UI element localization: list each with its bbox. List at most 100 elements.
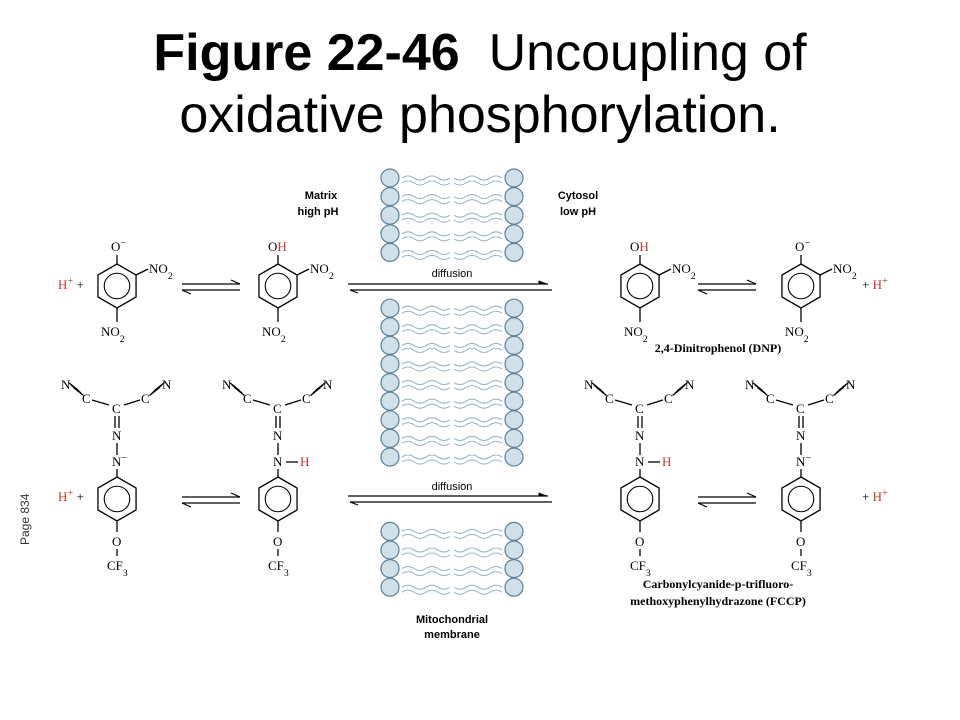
triple-bond bbox=[73, 386, 84, 397]
lipid-tail bbox=[453, 175, 503, 181]
lipid-tail bbox=[401, 217, 451, 223]
lipid-tail bbox=[453, 329, 503, 335]
lipid-tail bbox=[453, 217, 503, 223]
chem-glyph: 2 bbox=[329, 271, 334, 282]
imine-n: N bbox=[112, 428, 122, 443]
nitrile-n-right: N bbox=[323, 377, 333, 392]
single-bond bbox=[252, 399, 271, 406]
lipid-head bbox=[504, 410, 524, 430]
chem-glyph: C bbox=[635, 401, 644, 416]
lipid-tail bbox=[401, 249, 451, 255]
lipid-tail bbox=[401, 342, 451, 348]
lipid-tail bbox=[453, 231, 503, 237]
cytosol-label: Cytosol bbox=[558, 190, 598, 202]
title-line-2: oxidative phosphorylation. bbox=[179, 86, 781, 144]
lipid-head bbox=[504, 224, 524, 244]
lipid-head bbox=[504, 242, 524, 262]
aromatic-circle bbox=[787, 485, 815, 513]
aromatic-circle bbox=[626, 485, 654, 513]
imine-n: N bbox=[635, 428, 645, 443]
proton: H bbox=[873, 489, 882, 504]
lipid-tail bbox=[401, 584, 451, 590]
central-c: C bbox=[112, 401, 121, 416]
chem-glyph: C bbox=[273, 401, 282, 416]
chem-glyph: 3 bbox=[284, 568, 289, 579]
lipid-tail bbox=[453, 310, 503, 316]
lipid-tail bbox=[453, 422, 503, 428]
proton-charge: + bbox=[67, 488, 73, 499]
lipid-head bbox=[504, 428, 524, 448]
slide-title: Figure 22-46 Uncoupling of oxidative pho… bbox=[0, 22, 960, 146]
triple-bond bbox=[234, 386, 245, 397]
proton-charge: + bbox=[882, 276, 888, 287]
lipid-tail bbox=[401, 528, 451, 534]
lipid-head bbox=[504, 373, 524, 393]
chem-glyph: 2 bbox=[691, 271, 696, 282]
phenoxide-group: O− bbox=[111, 238, 126, 255]
trifluoromethyl: CF3 bbox=[107, 558, 128, 579]
lipid-tail bbox=[401, 398, 451, 404]
hydroxyl-group: OH bbox=[630, 239, 649, 254]
chem-glyph: N bbox=[796, 428, 806, 443]
lipid-head bbox=[380, 577, 400, 597]
trifluoromethyl: CF3 bbox=[268, 558, 289, 579]
chem-glyph: N bbox=[323, 377, 333, 392]
chem-glyph: 2 bbox=[643, 334, 648, 345]
chem-glyph: N bbox=[112, 428, 122, 443]
nitrile-c-left: C bbox=[605, 391, 614, 406]
triple-bond bbox=[596, 386, 607, 397]
membrane-label-1: Mitochondrial bbox=[416, 614, 488, 626]
lipid-head bbox=[380, 447, 400, 467]
chem-glyph: O bbox=[112, 534, 121, 549]
central-c: C bbox=[635, 401, 644, 416]
plus-sign: + bbox=[73, 277, 84, 292]
plus-sign: + bbox=[862, 489, 873, 504]
triple-bond bbox=[838, 381, 849, 392]
lipid-tail bbox=[401, 589, 451, 595]
nitrile-n-left: N bbox=[584, 377, 594, 392]
lipid-head bbox=[380, 224, 400, 244]
lipid-tail bbox=[401, 403, 451, 409]
c-n-bond bbox=[135, 268, 149, 276]
ether-o: O bbox=[112, 534, 121, 549]
lipid-head bbox=[380, 558, 400, 579]
diffusion-label-dnp: diffusion bbox=[432, 268, 473, 280]
lipid-tail bbox=[453, 212, 503, 218]
chem-glyph: C bbox=[605, 391, 614, 406]
chem-glyph: 2 bbox=[804, 334, 809, 345]
single-bond bbox=[646, 399, 664, 406]
nitrile-n-left: N bbox=[61, 377, 71, 392]
oxygen: O bbox=[111, 239, 120, 254]
chem-glyph: O bbox=[635, 534, 644, 549]
nitro-group-ortho: NO2 bbox=[833, 261, 857, 282]
lipid-tail bbox=[453, 380, 503, 386]
nitrile-c-right: C bbox=[825, 391, 834, 406]
chem-glyph: N bbox=[685, 377, 695, 392]
chem-glyph: CF bbox=[107, 558, 123, 573]
lipid-head bbox=[380, 168, 400, 188]
c-n-bond bbox=[658, 268, 672, 276]
chem-glyph: 2 bbox=[168, 271, 173, 282]
lipid-head bbox=[504, 577, 524, 597]
single-bond bbox=[123, 399, 141, 406]
lipid-head bbox=[504, 391, 524, 411]
chem-glyph: 3 bbox=[646, 568, 651, 579]
proton-fccp-matrix: H+ + bbox=[58, 488, 84, 505]
lipid-tail bbox=[401, 199, 451, 205]
nitrile-n-left: N bbox=[745, 377, 755, 392]
ether-o: O bbox=[273, 534, 282, 549]
c-n-bond bbox=[819, 268, 833, 276]
central-c: C bbox=[273, 401, 282, 416]
lipid-tail bbox=[401, 305, 451, 311]
membrane-label-2: membrane bbox=[424, 629, 480, 641]
lipid-tail bbox=[401, 566, 451, 572]
aromatic-circle bbox=[103, 485, 131, 513]
chem-glyph: N bbox=[635, 428, 645, 443]
negative-charge: − bbox=[805, 453, 811, 464]
lipid-head bbox=[504, 187, 524, 207]
lipid-tail bbox=[401, 385, 451, 391]
chem-glyph: N bbox=[584, 377, 594, 392]
lipid-tail bbox=[453, 566, 503, 572]
